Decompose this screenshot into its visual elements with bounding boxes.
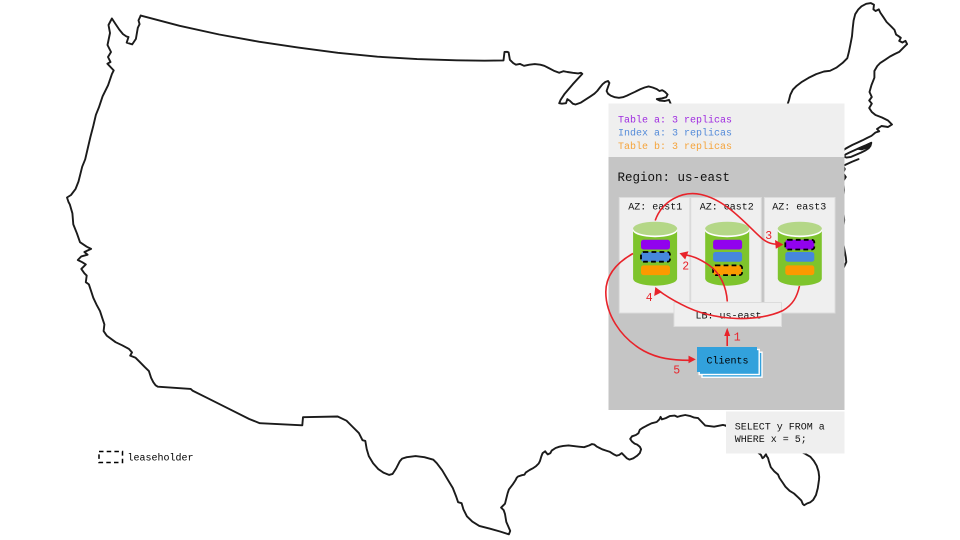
svg-text:AZ: east3: AZ: east3 bbox=[772, 203, 826, 214]
svg-text:3: 3 bbox=[765, 230, 772, 243]
svg-text:LB: us-east: LB: us-east bbox=[696, 312, 762, 323]
svg-text:Region: us-east: Region: us-east bbox=[618, 171, 731, 185]
svg-text:1: 1 bbox=[734, 331, 741, 344]
svg-text:AZ: east2: AZ: east2 bbox=[700, 203, 754, 214]
svg-text:AZ: east1: AZ: east1 bbox=[628, 203, 682, 214]
svg-text:2: 2 bbox=[682, 261, 689, 274]
svg-text:WHERE x = 5;: WHERE x = 5; bbox=[735, 435, 807, 446]
svg-text:5: 5 bbox=[673, 365, 680, 378]
svg-text:Table a: 3 replicas: Table a: 3 replicas bbox=[618, 115, 732, 127]
svg-text:Clients: Clients bbox=[707, 355, 749, 367]
svg-text:Index a: 3 replicas: Index a: 3 replicas bbox=[618, 128, 732, 140]
svg-text:Table b: 3 replicas: Table b: 3 replicas bbox=[618, 141, 732, 153]
svg-text:4: 4 bbox=[646, 292, 653, 305]
svg-text:leaseholder: leaseholder bbox=[128, 453, 194, 465]
svg-text:SELECT y FROM a: SELECT y FROM a bbox=[735, 423, 825, 434]
